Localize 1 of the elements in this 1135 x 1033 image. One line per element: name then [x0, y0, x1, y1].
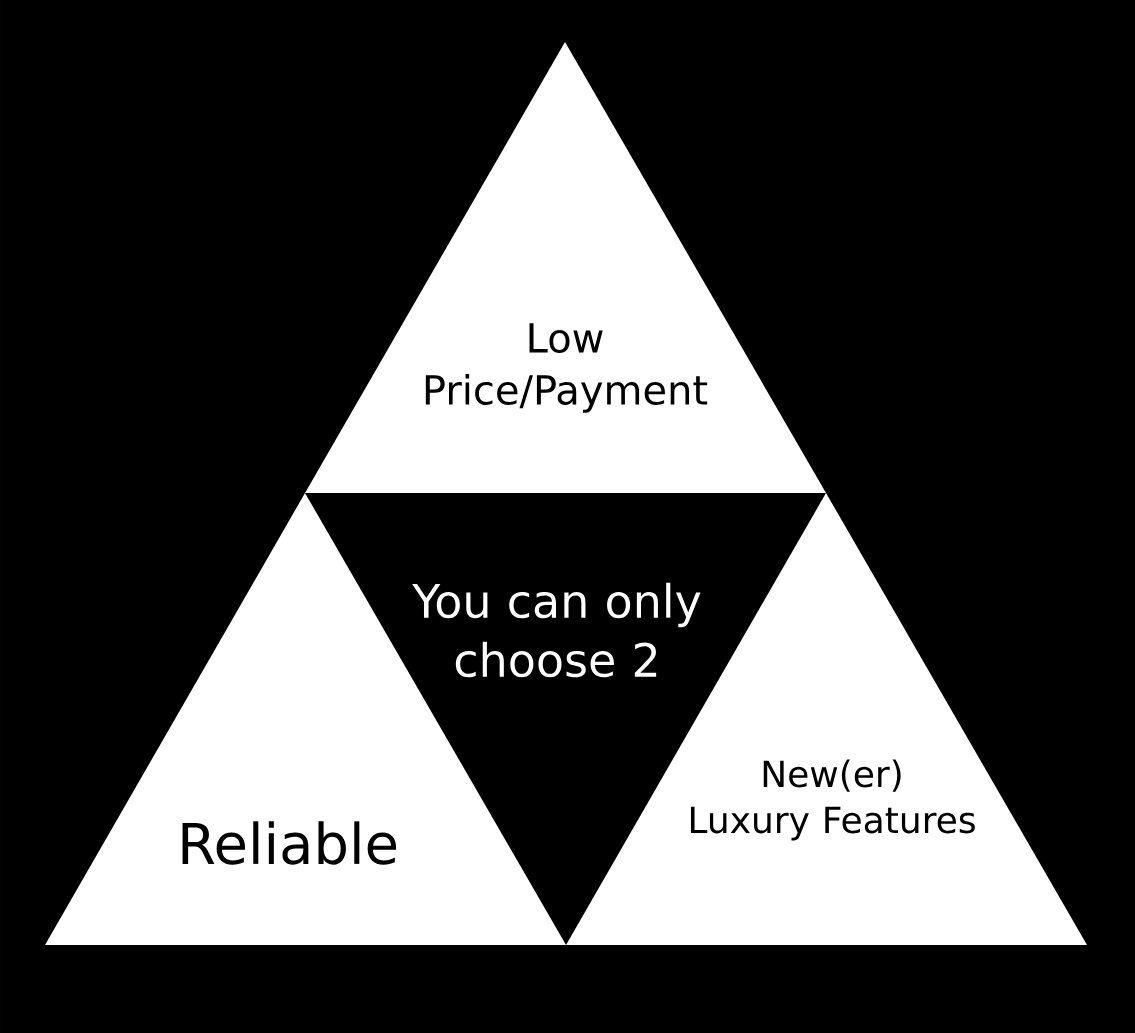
triangle: Low Price/Payment: [305, 42, 826, 493]
